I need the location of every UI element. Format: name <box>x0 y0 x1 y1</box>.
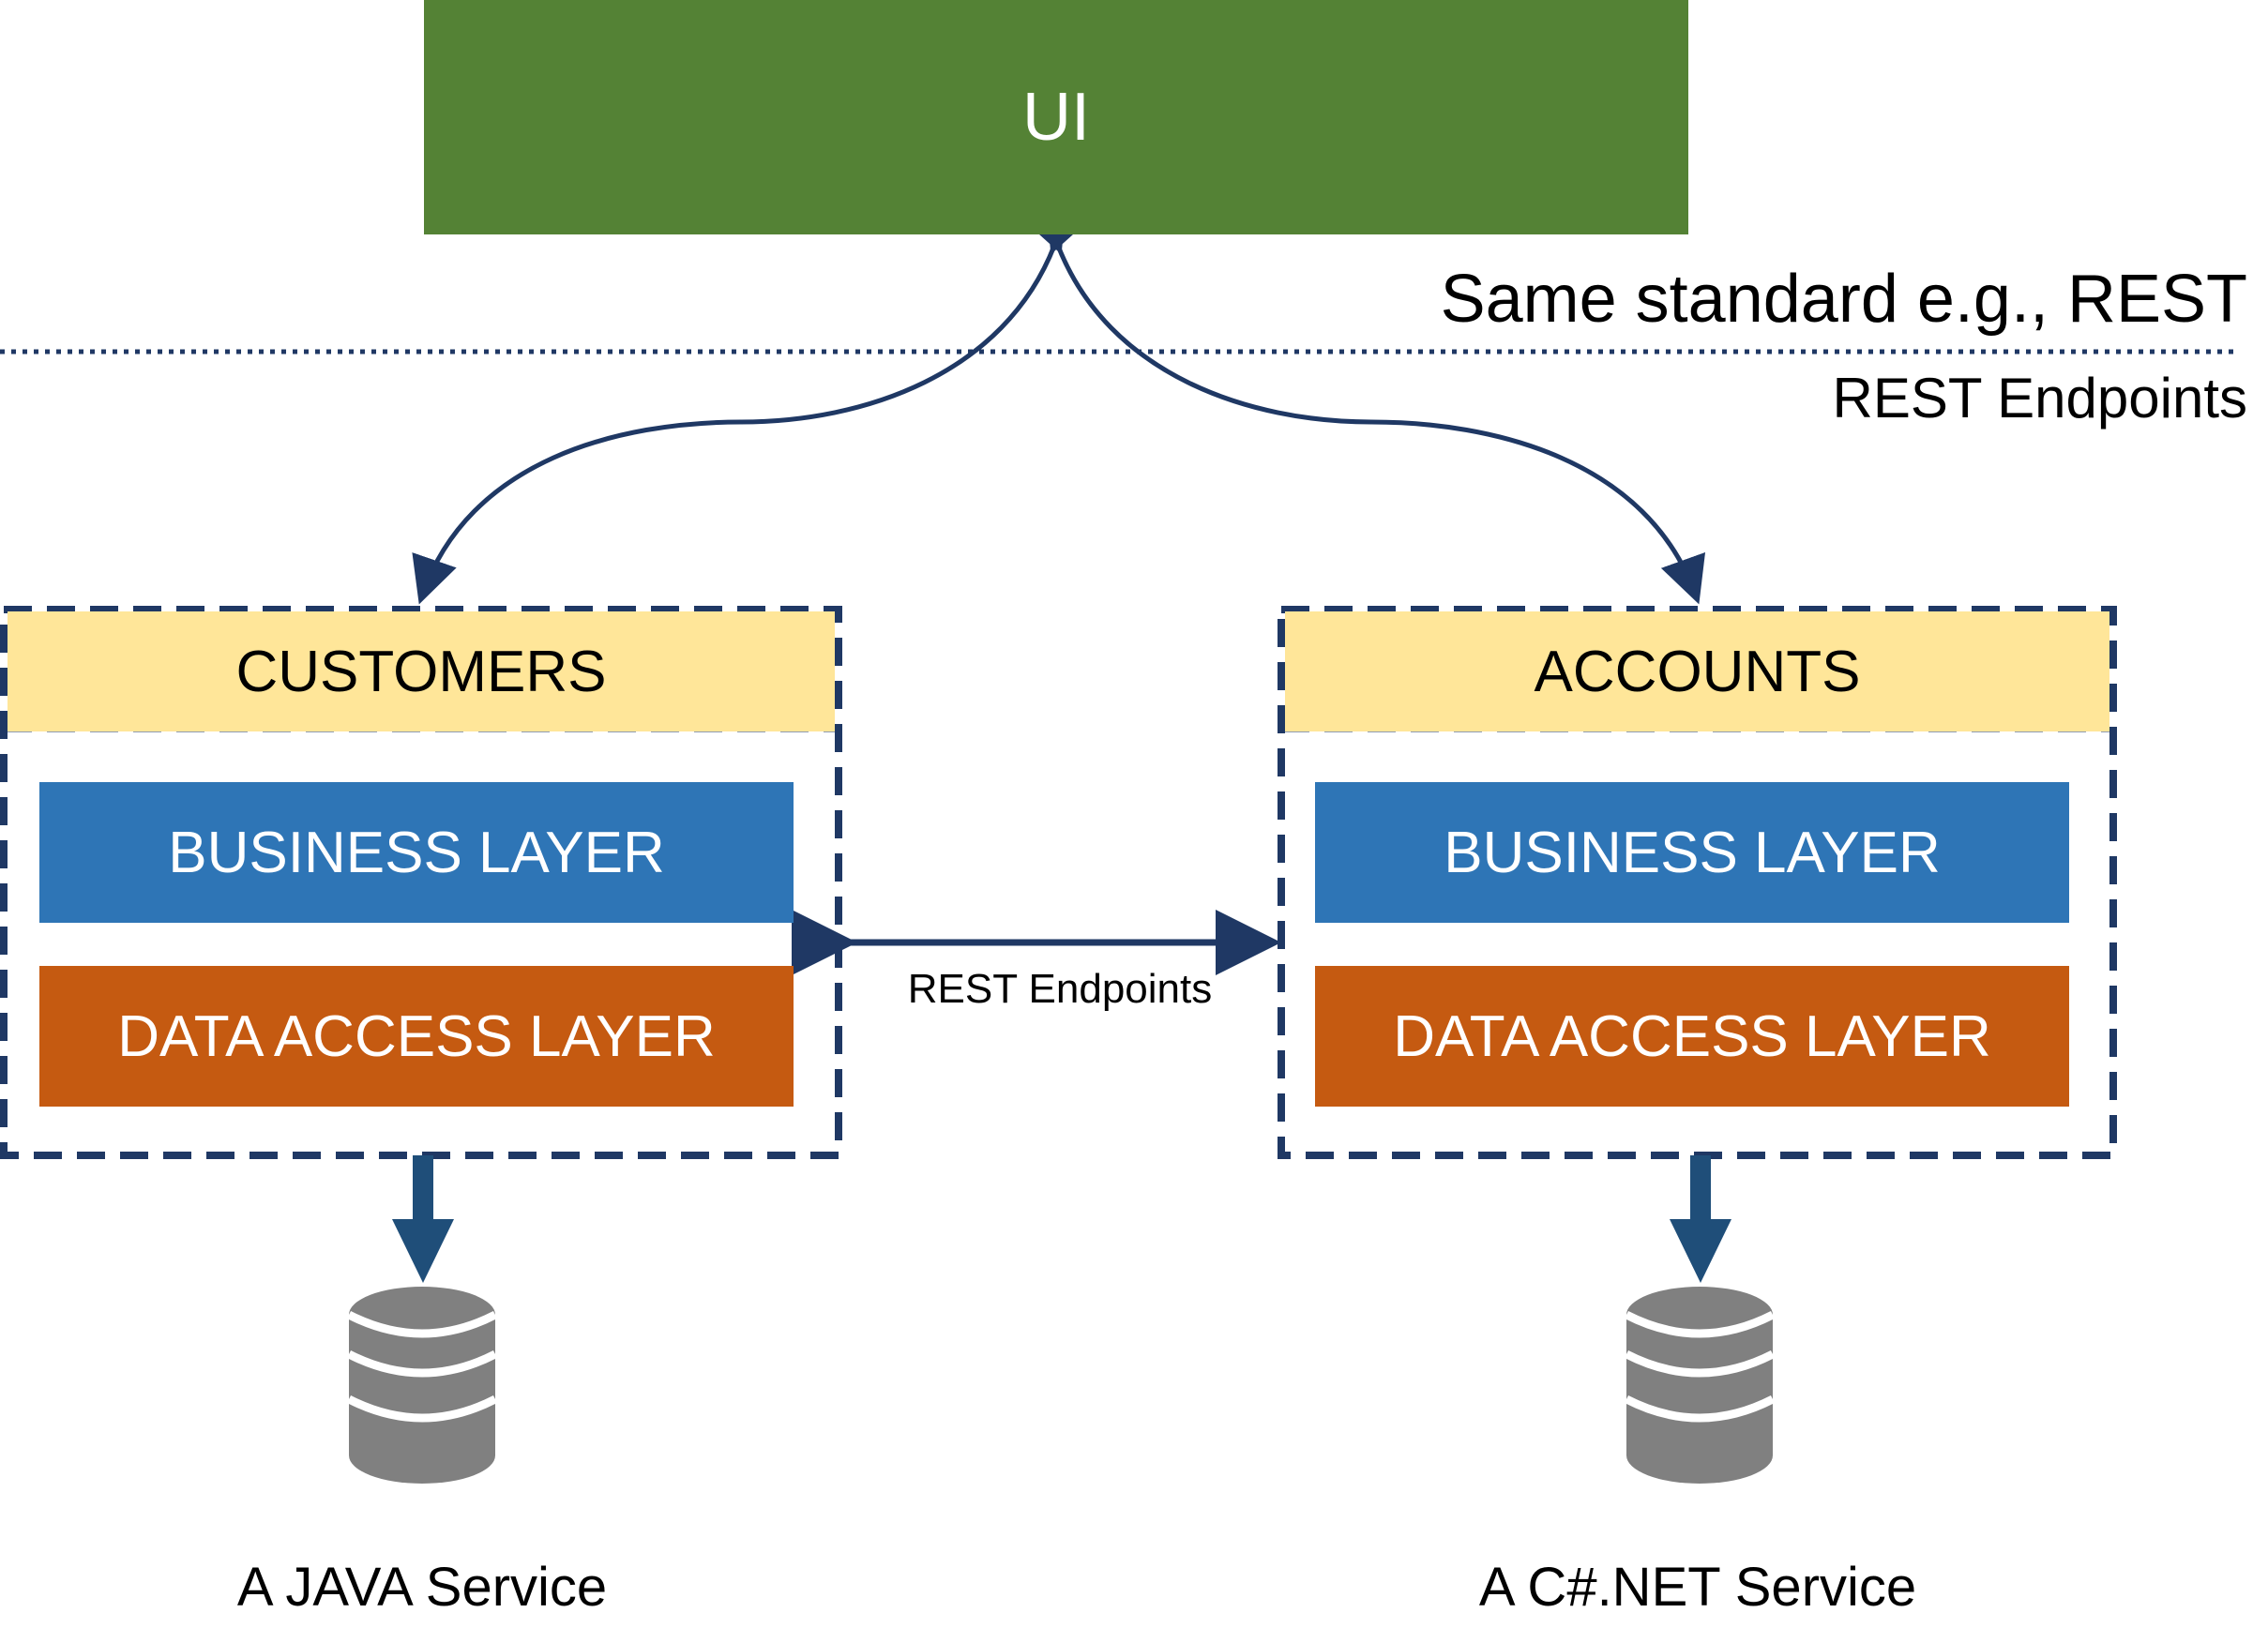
same-standard-note: Same standard e.g., REST <box>1441 261 2247 338</box>
accounts-service-caption: A C#.NET Service <box>1416 1549 1979 1624</box>
service-caption-label: A C#.NET Service <box>1478 1556 1917 1618</box>
customers-data-access-layer: DATA ACCESS LAYER <box>39 966 794 1107</box>
customers-db-arrow <box>392 1155 454 1283</box>
service-header-label: CUSTOMERS <box>235 639 607 704</box>
same-standard-prefix: Same standard e.g., <box>1440 262 2067 337</box>
middle-rest-endpoints-label: REST Endpoints <box>907 966 1213 1012</box>
customers-service-caption: A JAVA Service <box>141 1549 703 1624</box>
accounts-header: ACCOUNTS <box>1285 611 2109 731</box>
rest-endpoints-emphasis: REST <box>1832 367 1982 430</box>
rest-endpoints-suffix: Endpoints <box>1981 367 2247 430</box>
data-access-layer-label: DATA ACCESS LAYER <box>1393 1003 1991 1069</box>
database-icon <box>1624 1287 1776 1484</box>
rest-endpoints-note: REST Endpoints <box>1833 366 2247 430</box>
ui-customers-connector <box>412 202 1090 605</box>
service-header-label: ACCOUNTS <box>1534 639 1861 704</box>
service-caption-label: A JAVA Service <box>236 1556 608 1618</box>
ui-block: UI <box>424 0 1688 234</box>
customers-header: CUSTOMERS <box>8 611 835 731</box>
customers-business-layer: BUSINESS LAYER <box>39 782 794 923</box>
business-layer-label: BUSINESS LAYER <box>168 820 665 885</box>
data-access-layer-label: DATA ACCESS LAYER <box>117 1003 716 1069</box>
accounts-db-arrow <box>1670 1155 1731 1283</box>
accounts-business-layer: BUSINESS LAYER <box>1315 782 2069 923</box>
database-icon <box>346 1287 498 1484</box>
same-standard-emphasis: REST <box>2066 262 2247 337</box>
business-layer-label: BUSINESS LAYER <box>1444 820 1941 885</box>
ui-label: UI <box>1022 80 1090 155</box>
ui-accounts-connector <box>1022 202 1705 605</box>
accounts-data-access-layer: DATA ACCESS LAYER <box>1315 966 2069 1107</box>
